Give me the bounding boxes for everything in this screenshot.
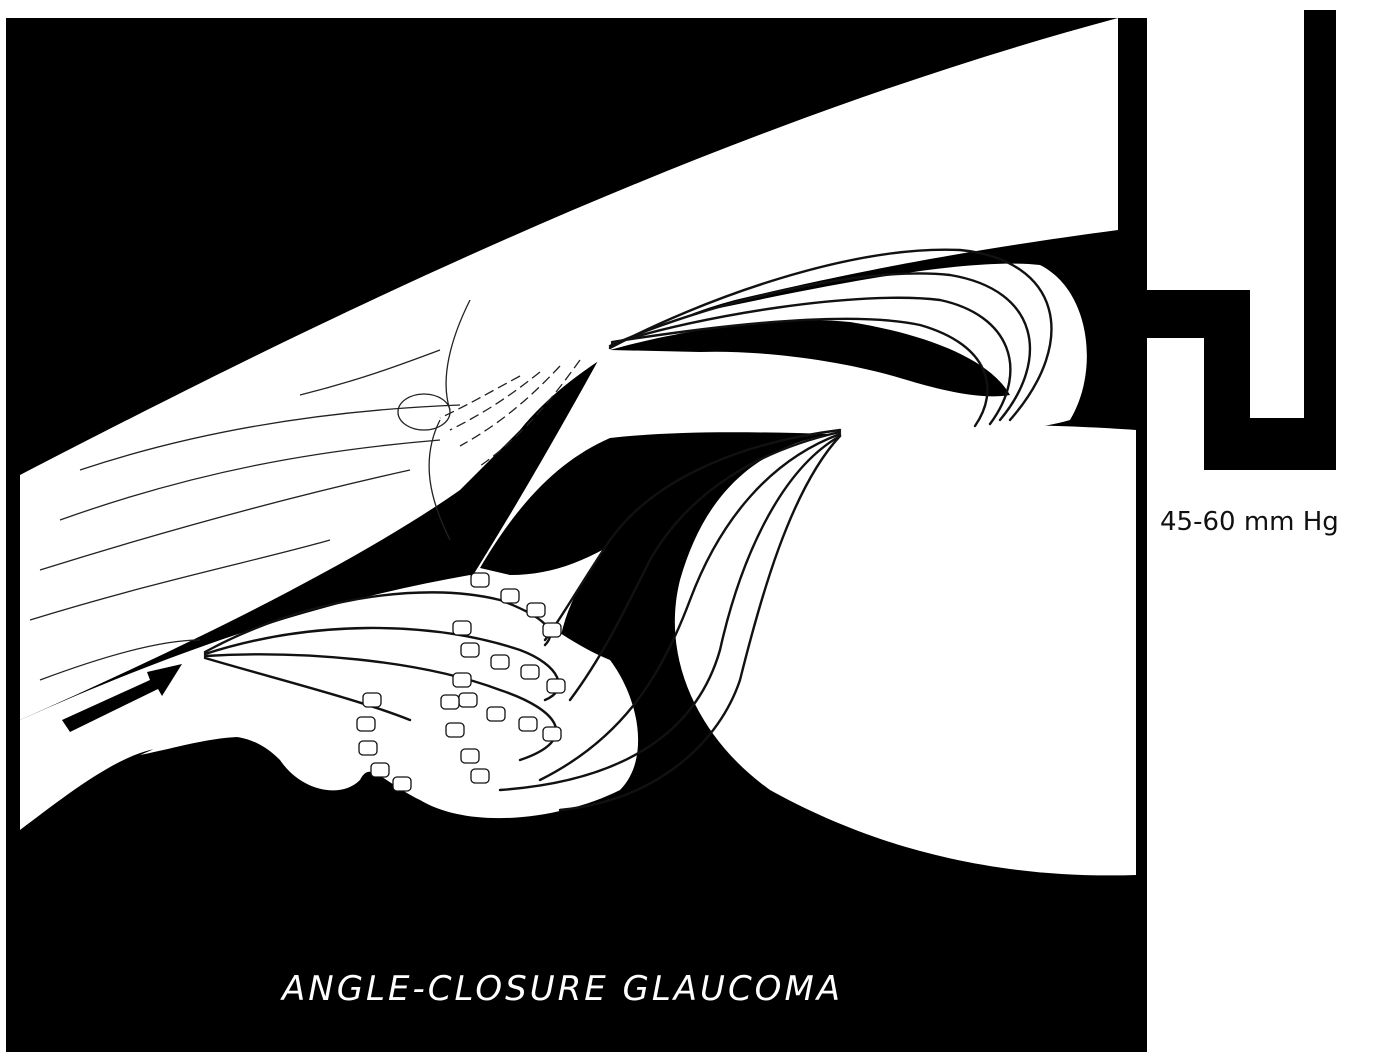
epithelium-cell — [543, 623, 561, 637]
epithelium-cell — [487, 707, 505, 721]
epithelium-cell — [521, 665, 539, 679]
epithelium-cell — [441, 695, 459, 709]
manometer-gauge-icon — [1122, 10, 1336, 470]
epithelium-cell — [363, 693, 381, 707]
epithelium-cell — [543, 727, 561, 741]
epithelium-cell — [501, 589, 519, 603]
epithelium-cell — [371, 763, 389, 777]
epithelium-cell — [461, 643, 479, 657]
epithelium-cell — [519, 717, 537, 731]
epithelium-cell — [453, 673, 471, 687]
epithelium-cell — [357, 717, 375, 731]
diagram-title: ANGLE-CLOSURE GLAUCOMA — [280, 969, 843, 1009]
epithelium-cell — [471, 573, 489, 587]
epithelium-cell — [547, 679, 565, 693]
epithelium-cell — [459, 693, 477, 707]
epithelium-cell — [446, 723, 464, 737]
epithelium-cell — [491, 655, 509, 669]
pressure-label: 45-60 mm Hg — [1160, 507, 1339, 537]
epithelium-cell — [527, 603, 545, 617]
epithelium-cell — [359, 741, 377, 755]
epithelium-cell — [393, 777, 411, 791]
epithelium-cell — [471, 769, 489, 783]
epithelium-cell — [453, 621, 471, 635]
epithelium-cell — [461, 749, 479, 763]
